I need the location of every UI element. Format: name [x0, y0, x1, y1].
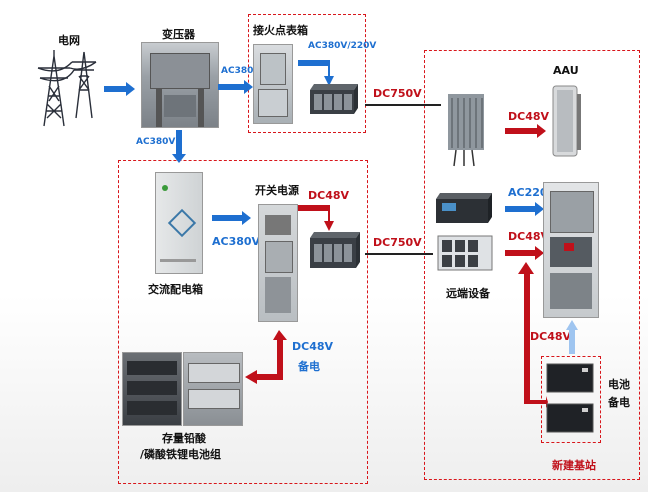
dc48-backup-label: DC48V	[292, 340, 334, 353]
grid-label: 电网	[58, 34, 80, 47]
aau-label: AAU	[553, 64, 579, 77]
arrow-transformer-to-box	[218, 80, 253, 94]
grounding-box-photo	[253, 44, 293, 124]
arrow-switch-to-rectifier	[298, 205, 334, 231]
battery-storage-label-2: /磷酸铁锂电池组	[140, 448, 222, 461]
remote-equipment-label: 远端设备	[446, 287, 490, 300]
ac380-mid-label: AC380V	[212, 235, 261, 248]
rectifier-remote-icon	[437, 235, 493, 271]
arrow-transformer-down	[172, 130, 186, 163]
ac380-left-label: AC380V	[136, 137, 176, 147]
arrow-ac-to-switch	[212, 211, 251, 225]
backup-cn-label: 备电	[298, 360, 320, 373]
dc750-mid-label: DC750V	[373, 236, 422, 249]
rectifier-top	[310, 84, 358, 114]
battery-storage-label-1: 存量铅酸	[162, 432, 206, 445]
power-tower-icon	[37, 50, 97, 127]
new-site-label: 新建基站	[552, 459, 596, 472]
dc750-top-line	[365, 104, 441, 106]
arrow-battery-to-cabinet	[566, 320, 578, 354]
rru-icon	[448, 94, 484, 167]
new-site-region	[424, 50, 640, 480]
rectifier-mid	[310, 232, 360, 268]
dc48-switch-label: DC48V	[308, 189, 350, 202]
aau-icon	[552, 85, 581, 157]
ac380-top-label: AC380V	[221, 66, 261, 76]
switch-power-photo	[258, 204, 298, 322]
remote-unit-icon	[436, 193, 492, 223]
arrow-battery-to-switch	[245, 330, 287, 384]
battery-backup-label-2: 备电	[608, 396, 630, 409]
arrow-dc48-vertical	[518, 262, 548, 408]
transformer-photo	[141, 42, 219, 128]
dc48-aau-label: DC48V	[508, 110, 550, 123]
battery-storage-photo-1	[122, 352, 182, 426]
dc48-vert-label: DC48V	[530, 330, 572, 343]
dc750-mid-line	[365, 253, 433, 255]
battery-storage-photo-2	[183, 352, 243, 426]
ac380-220-label: AC380V/220V	[308, 41, 377, 51]
transformer-label: 变压器	[162, 28, 195, 41]
grounding-box-region	[248, 14, 366, 133]
switch-power-label: 开关电源	[255, 184, 299, 197]
arrow-box-to-rectifier	[298, 60, 334, 86]
battery-backup-label-1: 电池	[608, 378, 630, 391]
dc48-cab-label: DC48V	[508, 230, 550, 243]
arrow-ac220	[505, 202, 544, 216]
battery-unit-1	[546, 363, 594, 393]
battery-unit-2	[546, 403, 594, 433]
battery-backup-region	[541, 356, 601, 443]
arrow-remote-to-aau	[505, 124, 546, 138]
ac-distribution-label: 交流配电箱	[148, 283, 203, 296]
arrow-grid-to-transformer	[104, 82, 135, 96]
ac-distribution-photo	[155, 172, 203, 274]
dc750-top-label: DC750V	[373, 87, 422, 100]
ac-power-region	[118, 160, 368, 484]
outdoor-cabinet-photo	[543, 182, 599, 318]
arrow-dc48-cab	[505, 246, 544, 260]
grounding-box-label: 接火点表箱	[253, 24, 308, 37]
